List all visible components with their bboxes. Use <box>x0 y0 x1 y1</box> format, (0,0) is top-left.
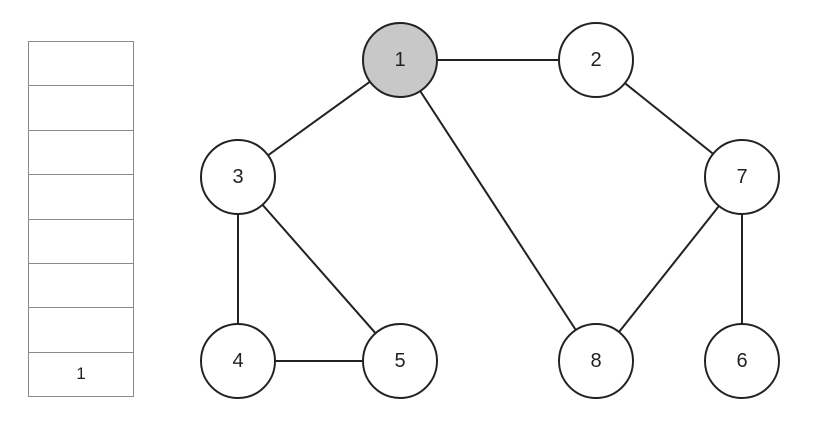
node-circle <box>704 139 780 215</box>
node-circle <box>558 22 634 98</box>
node-circle <box>558 323 634 399</box>
graph-node-3: 3 <box>200 139 276 215</box>
node-label: 2 <box>590 49 601 71</box>
node-label: 8 <box>590 350 601 372</box>
graph-node-1: 1 <box>362 22 438 98</box>
graph-node-8: 8 <box>558 323 634 399</box>
graph-node-5: 5 <box>362 323 438 399</box>
node-label: 6 <box>736 350 747 372</box>
graph-edge-1-8 <box>399 59 597 362</box>
node-label: 5 <box>394 350 405 372</box>
graph-node-4: 4 <box>200 323 276 399</box>
graph-edge-7-8 <box>595 176 743 362</box>
graph-edge-3-5 <box>237 176 401 362</box>
graph-node-6: 6 <box>704 323 780 399</box>
stack-cell <box>29 308 133 353</box>
node-label: 1 <box>394 49 405 71</box>
graph-node-7: 7 <box>704 139 780 215</box>
stack-cell: 1 <box>76 364 86 384</box>
node-circle <box>200 323 276 399</box>
stack-cell <box>29 220 133 264</box>
graph-node-2: 2 <box>558 22 634 98</box>
stack-cell <box>29 86 133 131</box>
node-label: 7 <box>736 166 747 188</box>
stack-cell <box>29 264 133 309</box>
stack-cell <box>29 175 133 220</box>
node-circle <box>200 139 276 215</box>
stack-cell <box>29 42 133 87</box>
graph-edges <box>237 59 743 362</box>
stack-cell <box>29 131 133 176</box>
node-circle <box>704 323 780 399</box>
graph-nodes: 1 2 3 7 4 5 8 6 <box>200 22 780 399</box>
stack-array: 1 <box>28 41 134 397</box>
node-circle <box>362 22 438 98</box>
node-label: 3 <box>232 166 243 188</box>
node-label: 4 <box>232 350 243 372</box>
node-circle <box>362 323 438 399</box>
